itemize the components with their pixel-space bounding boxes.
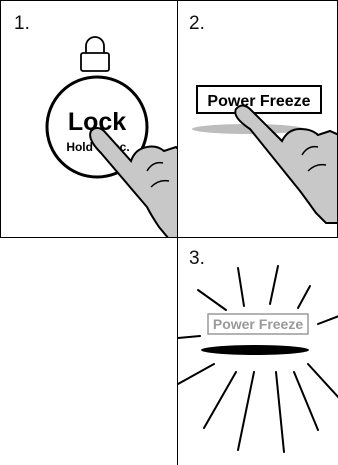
button-shadow xyxy=(201,345,309,355)
power-freeze-label: Power Freeze xyxy=(213,316,303,332)
step-2-illustration: Power Freeze xyxy=(178,1,338,238)
radiating-lines xyxy=(178,266,338,452)
step-1-panel: 1. Lock Hold 3 sec. xyxy=(0,0,179,238)
step-2-panel: 2. Power Freeze xyxy=(177,0,338,238)
step-3-panel: 3. Power Freeze xyxy=(177,238,338,465)
step-3-illustration: Power Freeze xyxy=(178,238,338,465)
step-1-illustration: Lock Hold 3 sec. xyxy=(1,1,179,238)
padlock-icon xyxy=(81,37,109,71)
power-freeze-label: Power Freeze xyxy=(207,93,310,110)
